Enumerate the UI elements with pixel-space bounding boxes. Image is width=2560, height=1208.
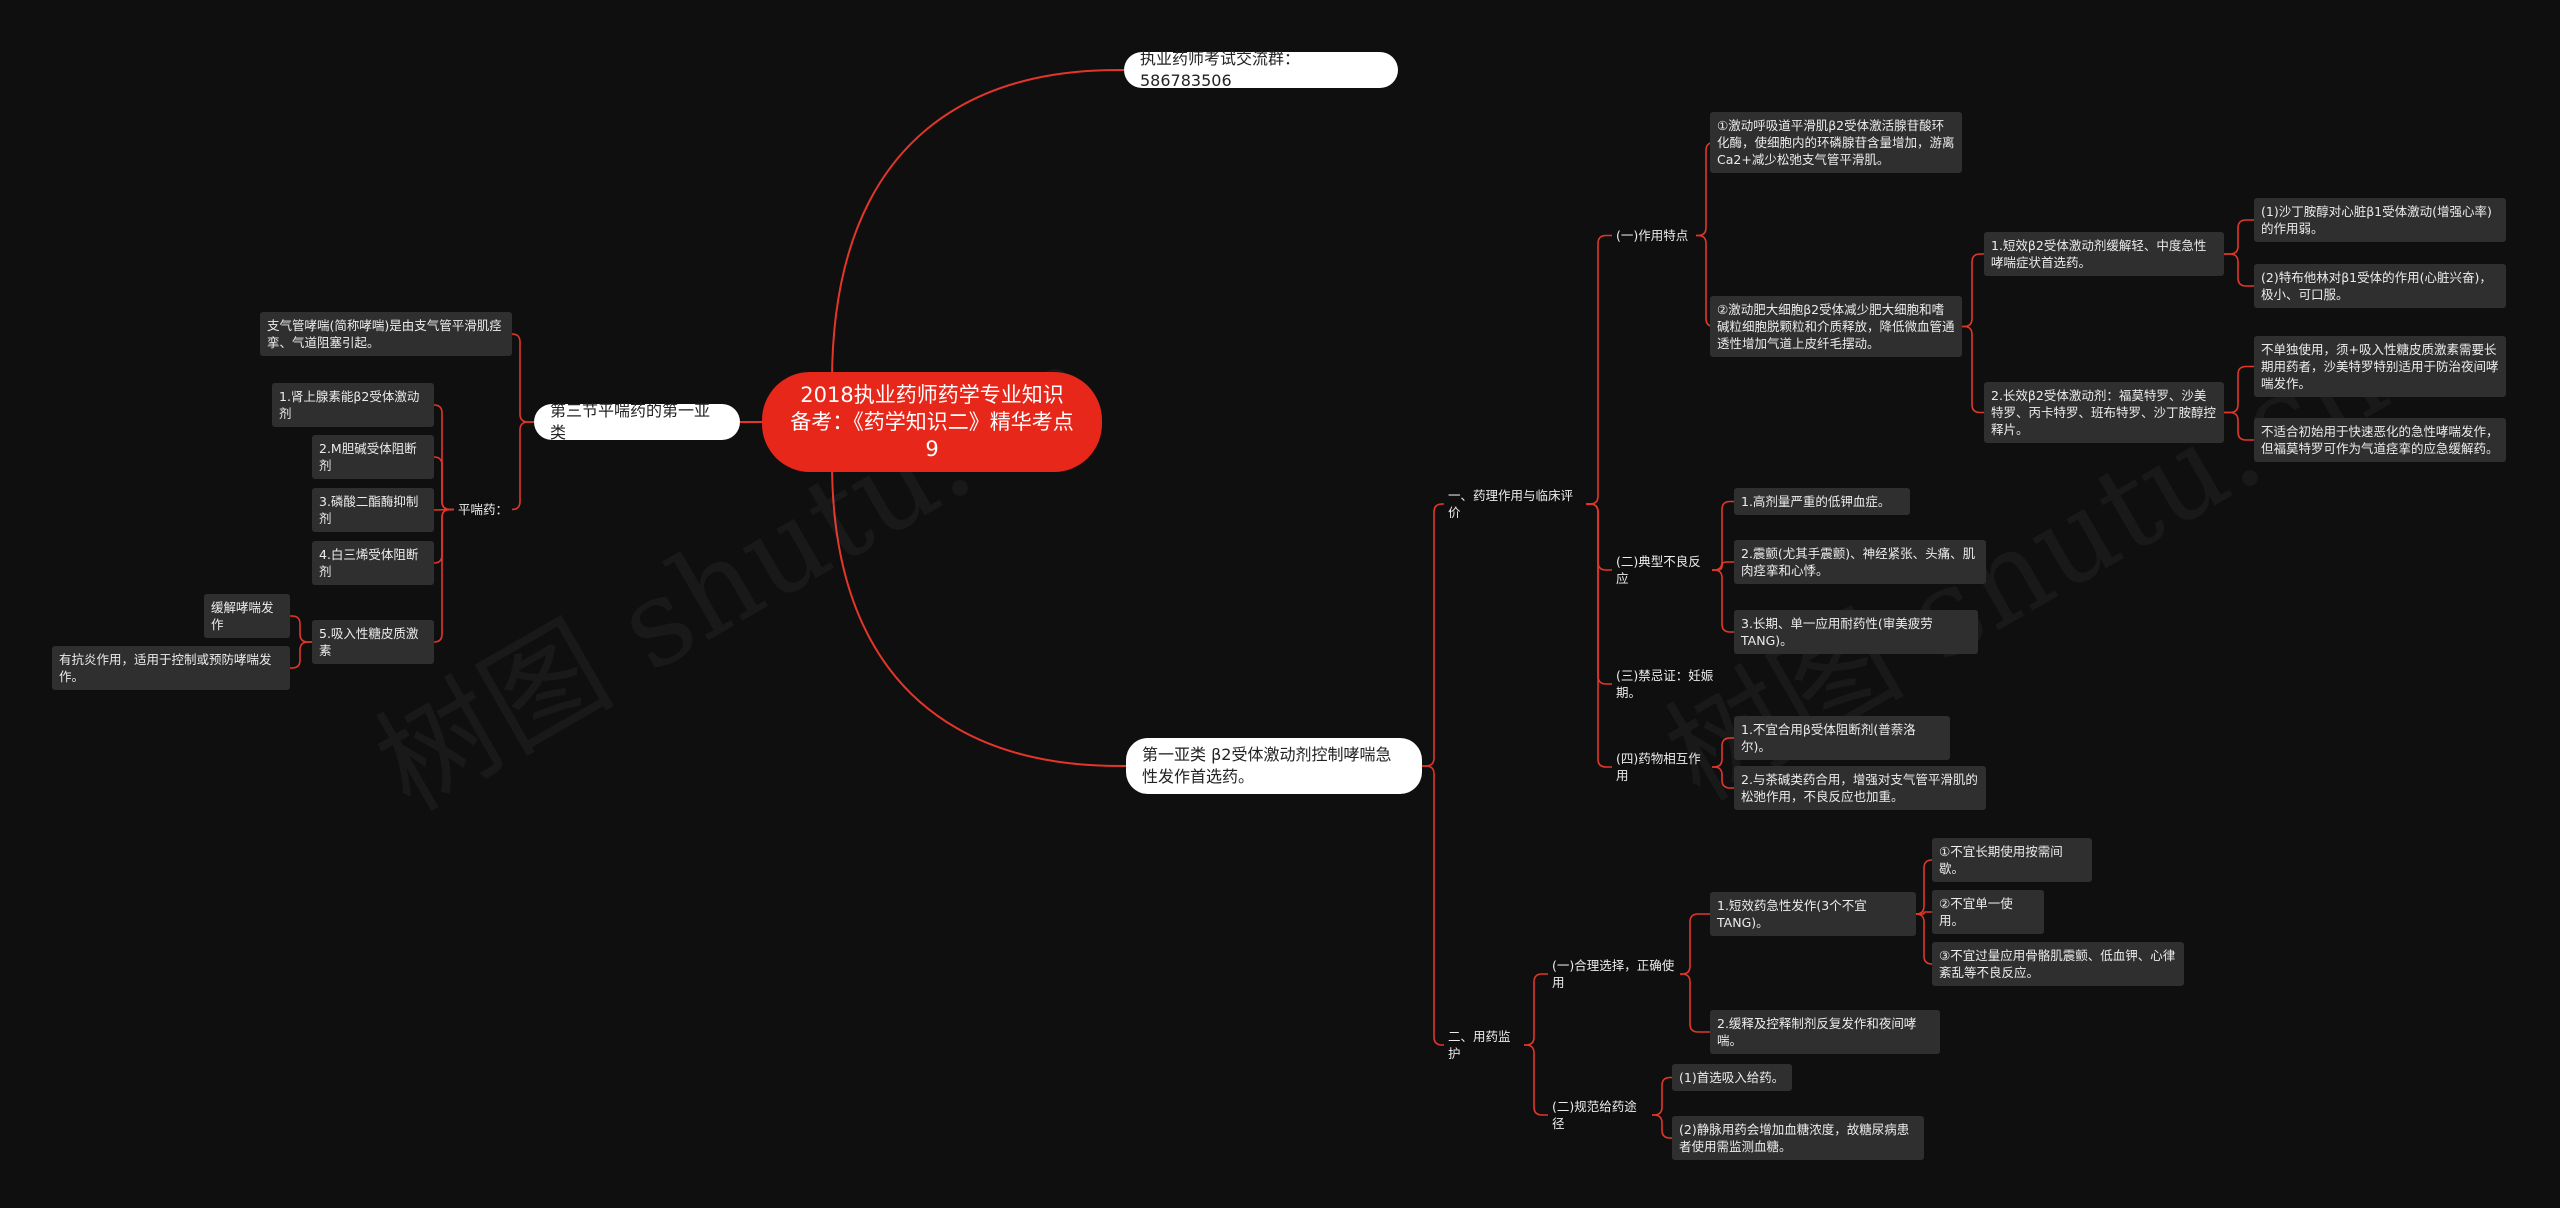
route-item[interactable]: (2)静脉用药会增加血糖浓度，故糖尿病患者使用需监测血糖。 xyxy=(1672,1116,1924,1160)
steroid-effect-item[interactable]: 有抗炎作用，适用于控制或预防哮喘发作。 xyxy=(52,646,290,690)
drug-class-item[interactable]: 1.肾上腺素能β2受体激动剂 xyxy=(272,383,434,427)
connector-line xyxy=(1586,503,1612,571)
caution-item[interactable]: ②不宜单一使用。 xyxy=(1932,890,2044,934)
connector-line xyxy=(1712,737,1734,768)
connector-line xyxy=(1916,911,1932,915)
connector-line xyxy=(1712,500,1734,571)
drug-class-item[interactable]: 3.磷酸二酯酶抑制剂 xyxy=(312,488,434,532)
connector-line xyxy=(1680,973,1710,1033)
connector-line xyxy=(290,615,312,643)
connector-line xyxy=(1422,765,1444,1046)
root-node[interactable]: 2018执业药师药学专业知识备考：《药学知识二》精华考点9 xyxy=(762,372,1102,472)
section-interactions[interactable]: (四)药物相互作用 xyxy=(1616,751,1701,783)
interaction-item[interactable]: 1.不宜合用β受体阻断剂(普萘洛尔)。 xyxy=(1734,716,1950,760)
connector-line xyxy=(511,333,534,423)
connector-line xyxy=(1712,561,1734,571)
adverse-reaction-item[interactable]: 2.震颤(尤其手震颤)、神经紧张、头痛、肌肉痉挛和心悸。 xyxy=(1734,540,1986,584)
section-adverse-reactions[interactable]: (二)典型不良反应 xyxy=(1616,554,1701,586)
short-acting-acute[interactable]: 1.短效药急性发作(3个不宜TANG)。 xyxy=(1710,892,1916,936)
connector-line xyxy=(1524,973,1548,1046)
connector-line xyxy=(2224,219,2254,255)
short-acting-agonist[interactable]: 1.短效β2受体激动剂缓解轻、中度急性哮喘症状首选药。 xyxy=(1984,232,2224,276)
salbutamol-note[interactable]: (1)沙丁胺醇对心脏β1受体激动(增强心率)的作用弱。 xyxy=(2254,198,2506,242)
branch-first-subclass[interactable]: 第一亚类 β2受体激动剂控制哮喘急性发作首选药。 xyxy=(1126,738,1422,794)
long-acting-note[interactable]: 不单独使用，须+吸入性糖皮质激素需要长期用药者，沙美特罗特别适用于防治夜间哮喘发… xyxy=(2254,336,2506,397)
connector-line xyxy=(1962,253,1984,328)
connector-line xyxy=(1712,766,1734,789)
connector-line xyxy=(1915,859,1933,915)
caution-item[interactable]: ①不宜长期使用按需间歇。 xyxy=(1932,838,2092,882)
adverse-reaction-item[interactable]: 1.高剂量严重的低钾血症。 xyxy=(1734,488,1910,515)
mechanism-item[interactable]: ②激动肥大细胞β2受体减少肥大细胞和嗜碱粒细胞脱颗粒和介质释放，降低微血管通透性… xyxy=(1710,296,1962,357)
interaction-item[interactable]: 2.与茶碱类药合用，增强对支气管平滑肌的松弛作用，不良反应也加重。 xyxy=(1734,766,1986,810)
section-pharmacology[interactable]: 一、药理作用与临床评价 xyxy=(1448,488,1574,520)
connector-line xyxy=(1680,913,1710,975)
antiasthma-drugs-label[interactable]: 平喘药： xyxy=(458,502,509,517)
connector-line xyxy=(1652,1076,1672,1116)
connector-line xyxy=(1586,503,1612,768)
section-contraindication[interactable]: (三)禁忌证：妊娠期。 xyxy=(1616,668,1714,700)
left-intro-box[interactable]: 支气管哮喘(简称哮喘)是由支气管平滑肌痉挛、气道阻塞引起。 xyxy=(260,312,512,356)
connector-line xyxy=(1524,1044,1548,1116)
drug-class-item[interactable]: 2.M胆碱受体阻断剂 xyxy=(312,435,434,479)
connector-line xyxy=(511,421,534,511)
connector-line xyxy=(290,641,312,669)
drug-class-item[interactable]: 5.吸入性糖皮质激素 xyxy=(312,620,434,664)
drug-class-item[interactable]: 4.白三烯受体阻断剂 xyxy=(312,541,434,585)
adverse-reaction-item[interactable]: 3.长期、单一应用耐药性(审美疲劳TANG)。 xyxy=(1734,610,1978,654)
mechanism-item[interactable]: ①激动呼吸道平滑肌β2受体激活腺苷酸环化酶，使细胞内的环磷腺苷含量增加，游离Ca… xyxy=(1710,112,1962,173)
connector-line xyxy=(1915,913,1933,965)
connector-line xyxy=(2224,253,2254,287)
connector-line xyxy=(831,461,1127,767)
connector-line xyxy=(433,456,454,511)
connector-line xyxy=(1962,325,1984,414)
caution-item[interactable]: ③不宜过量应用骨骼肌震颤、低血钾、心律紊乱等不良反应。 xyxy=(1932,942,2184,986)
terbutaline-note[interactable]: (2)特布他林对β1受体的作用(心脏兴奋)，极小、可口服。 xyxy=(2254,264,2506,308)
long-acting-note[interactable]: 不适合初始用于快速恶化的急性哮喘发作，但福莫特罗可作为气道痉挛的应急缓解药。 xyxy=(2254,418,2506,462)
section-monitoring[interactable]: 二、用药监护 xyxy=(1448,1029,1511,1061)
connector-line xyxy=(433,508,454,643)
controlled-release-item[interactable]: 2.缓释及控释制剂反复发作和夜间哮喘。 xyxy=(1710,1010,1940,1054)
route-item[interactable]: (1)首选吸入给药。 xyxy=(1672,1064,1792,1091)
connector-line xyxy=(1586,503,1612,685)
steroid-effect-item[interactable]: 缓解哮喘发作 xyxy=(204,594,290,638)
connector-line xyxy=(1422,503,1444,767)
section-administration-route[interactable]: (二)规范给药途径 xyxy=(1552,1099,1637,1131)
branch-section-three[interactable]: 第三节平喘药的第一亚类 xyxy=(534,401,740,442)
branch-qq-group[interactable]: 执业药师考试交流群：586783506 xyxy=(1124,49,1398,90)
section-features[interactable]: (一)作用特点 xyxy=(1616,228,1689,243)
connector-line xyxy=(1586,234,1612,505)
connector-line xyxy=(1712,569,1734,633)
long-acting-agonist[interactable]: 2.长效β2受体激动剂：福莫特罗、沙美特罗、丙卡特罗、班布特罗、沙丁胺醇控释片。 xyxy=(1984,382,2224,443)
connector-line xyxy=(2224,411,2254,441)
connector-line xyxy=(1652,1114,1672,1139)
connector-line xyxy=(433,508,454,564)
connector-line xyxy=(2224,365,2254,414)
section-rational-use[interactable]: (一)合理选择，正确使用 xyxy=(1552,958,1675,990)
connector-line xyxy=(831,69,1125,383)
